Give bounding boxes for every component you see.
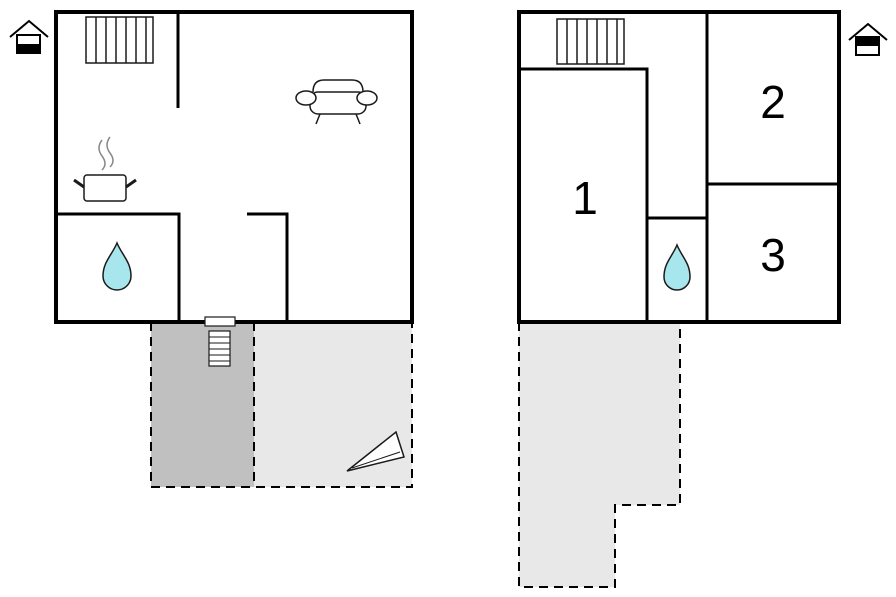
house-level-ground-icon [9, 19, 49, 54]
radiator-icon [556, 18, 625, 65]
house-level-upper-icon [848, 22, 888, 56]
terrace-outline [150, 322, 413, 488]
covered-terrace [151, 322, 254, 487]
open-terrace [254, 322, 412, 487]
upper-floor: 1 2 3 [517, 10, 888, 588]
terrace [519, 322, 680, 587]
upper-floor-outer-wall [517, 10, 841, 324]
cooking-pot-icon [73, 136, 137, 202]
radiator-icon [85, 16, 154, 64]
entrance-door [204, 316, 236, 327]
sun-lounger-icon [346, 430, 405, 472]
bathroom-wall [58, 212, 181, 321]
water-drop-icon [102, 241, 132, 291]
room-label-bedroom-1: 1 [572, 172, 598, 224]
interior-wall [247, 212, 289, 321]
water-drop-icon [663, 243, 691, 291]
entrance-stairs-icon [208, 330, 231, 367]
ground-floor [9, 10, 414, 488]
sofa-icon [295, 79, 378, 125]
room-label-bedroom-2: 2 [760, 76, 786, 128]
bedroom-1-wall [521, 67, 649, 321]
room-label-bedroom-3: 3 [760, 229, 786, 281]
